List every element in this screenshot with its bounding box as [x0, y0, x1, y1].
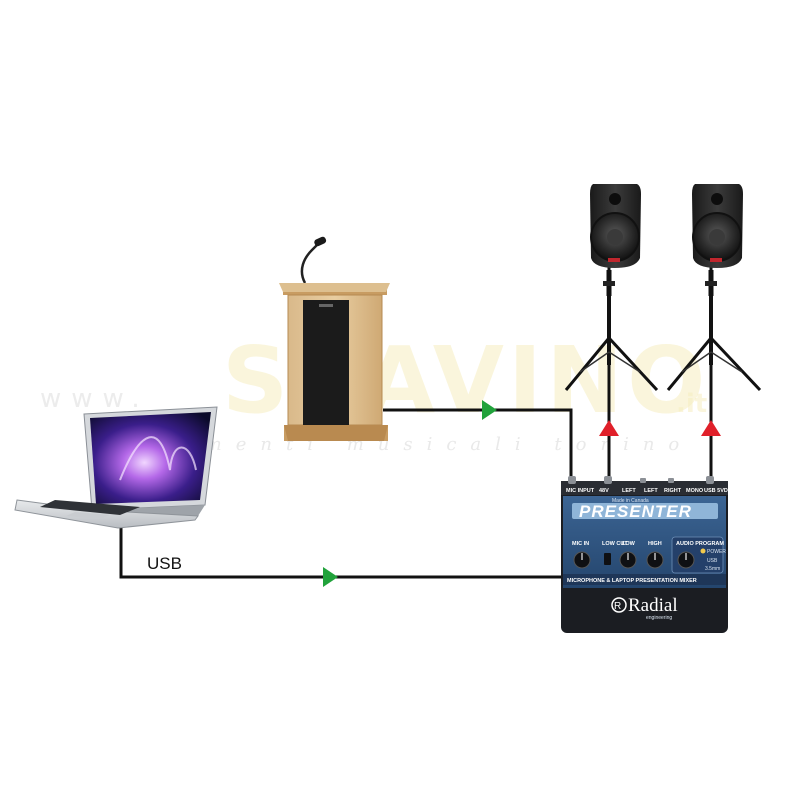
- brand-sub: engineering: [646, 615, 672, 621]
- laptop-icon: [14, 406, 218, 529]
- speaker-icon: [564, 184, 659, 395]
- presenter-mixer: MIC INPUT 48V LEFT LEFT RIGHT MONO USB 5…: [561, 476, 732, 633]
- mixer-subtitle: MICROPHONE & LAPTOP PRESENTATION MIXER: [567, 578, 697, 584]
- microphone-icon: [300, 236, 327, 284]
- port-left: LEFT: [622, 488, 636, 494]
- port-mic-input: MIC INPUT: [566, 488, 595, 494]
- port-48v: 48V: [599, 488, 609, 494]
- mic-cable: [383, 408, 573, 486]
- arrow-mic-forward-icon: [482, 400, 497, 420]
- watermark-dots: www.: [40, 384, 150, 414]
- radial-logo-icon: R: [611, 597, 627, 613]
- mixer-knobs: [573, 548, 706, 569]
- control-high: HIGH: [648, 541, 662, 547]
- podium-icon: [279, 236, 390, 441]
- power-led-icon: [700, 548, 706, 554]
- low-cut-switch: [604, 553, 611, 565]
- watermark-subtitle: strumenti musicali torino: [112, 434, 693, 455]
- port-left-2: LEFT: [644, 488, 658, 494]
- control-low-cut: LOW CUT: [602, 541, 628, 547]
- program-option-35mm: 3.5mm: [705, 566, 720, 572]
- mixer-name: PRESENTER: [579, 502, 692, 521]
- watermark-suffix: .it: [676, 389, 707, 419]
- svg-text:R: R: [614, 601, 621, 612]
- control-low: LOW: [622, 541, 636, 547]
- control-mic-in: MIC IN: [572, 541, 589, 547]
- arrow-speaker-right-up-icon: [701, 420, 721, 436]
- port-mono: MONO: [686, 488, 704, 494]
- flow-arrows: [323, 400, 721, 587]
- port-right: RIGHT: [664, 488, 682, 494]
- program-option-usb: USB: [707, 558, 718, 564]
- arrow-usb-forward-icon: [323, 567, 338, 587]
- usb-label: USB: [147, 554, 182, 573]
- speaker-icon: [666, 184, 762, 395]
- control-audio-program: AUDIO PROGRAM: [676, 541, 724, 547]
- program-option-power: POWER: [707, 549, 726, 555]
- made-in-label: Made in Canada: [612, 498, 649, 504]
- usb-cable: [119, 518, 562, 579]
- brand-name: Radial: [628, 595, 678, 616]
- port-usb-5vdc: USB 5VDC: [704, 488, 732, 494]
- mixer-top-jacks: [568, 476, 714, 484]
- arrow-speaker-left-up-icon: [599, 420, 619, 436]
